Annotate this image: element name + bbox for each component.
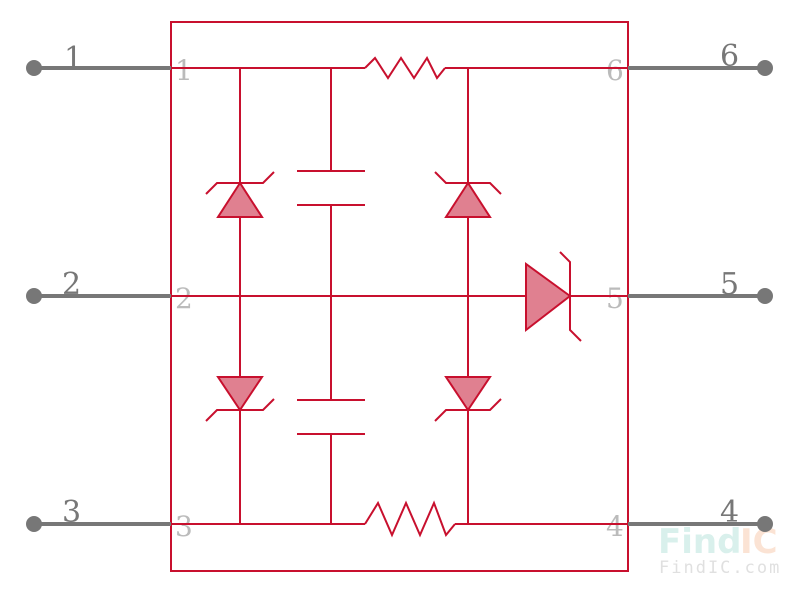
zener-diode-middle (525, 251, 582, 342)
pin-label: 2 (175, 282, 193, 315)
watermark-url: FindIC.com (659, 558, 781, 578)
pin-number: 1 (64, 41, 83, 76)
zener-diode-bottom-left (205, 376, 275, 422)
pin-number: 3 (62, 495, 81, 530)
pin-5[interactable]: 5 5 (606, 267, 773, 315)
pin-number: 2 (62, 267, 81, 302)
wires (171, 67, 628, 525)
zener-diode-bottom-right (434, 376, 502, 422)
zener-diode-top-right (434, 171, 502, 218)
pin-label: 3 (175, 510, 193, 543)
pin-4[interactable]: 4 4 (606, 495, 773, 543)
watermark-logo-find: Find (658, 522, 741, 562)
pin-3[interactable]: 3 3 (26, 495, 193, 543)
pin-6[interactable]: 6 6 (606, 39, 773, 87)
pin-number: 6 (720, 39, 739, 74)
pin-label: 1 (175, 54, 193, 87)
pin-label: 4 (606, 510, 624, 543)
pin-label: 6 (606, 54, 624, 87)
pin-1[interactable]: 1 1 (26, 41, 193, 87)
zener-diode-top-left (205, 171, 275, 218)
pin-number: 4 (720, 495, 739, 530)
pin-number: 5 (720, 267, 739, 302)
capacitor-bottom (297, 399, 365, 435)
resistor-top (364, 55, 446, 80)
capacitor-top (297, 170, 365, 206)
resistor-bottom (364, 500, 456, 538)
pin-2[interactable]: 2 2 (26, 267, 193, 315)
pin-label: 5 (606, 282, 624, 315)
